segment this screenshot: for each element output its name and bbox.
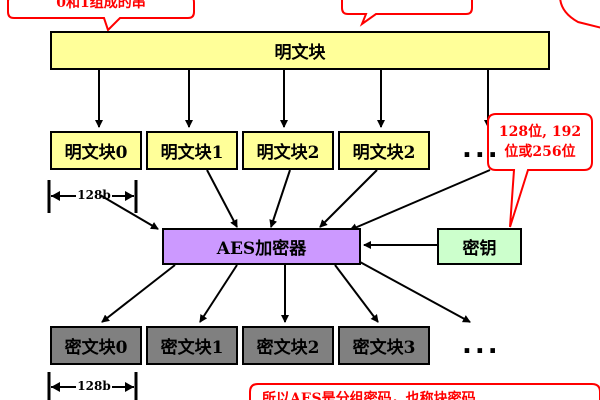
arrow-to-aes-1: [206, 169, 238, 228]
plaintext-sub-block-3: 明文块2: [338, 131, 430, 170]
bottom-callout-shape: [249, 383, 600, 400]
size-callout-line-1: 128位, 192: [498, 124, 582, 140]
arrow-cipher-4: [359, 261, 471, 323]
bottom-callout-text: 所以AES是分组密码，也称块密码: [262, 391, 476, 400]
top-left-callout-shape: [7, 0, 195, 32]
ciphertext-sub-block-2: 密文块2: [242, 326, 334, 365]
arrow-to-aes-2: [269, 169, 291, 228]
aes-encryptor: AES加密器: [162, 228, 361, 265]
dim-top-left-arrowhead: [51, 191, 60, 201]
top-callout-text: 0和1组成的串: [56, 0, 146, 11]
far-right-callout-shape: [559, 0, 600, 29]
dim-bottom-right-arrowhead: [125, 382, 134, 392]
arrow-cipher-3: [334, 264, 379, 323]
arrow-cipher-0: [101, 264, 176, 323]
ciphertext-sub-block-0: 密文块0: [50, 326, 142, 365]
arrow-to-aes-0: [99, 194, 159, 230]
arrow-to-aes-4: [349, 169, 491, 231]
size-callout-line-2: 位或256位: [504, 144, 576, 160]
dim-bottom-left-arrowhead: [51, 382, 60, 392]
plaintext-ellipsis: ...: [462, 134, 501, 164]
plaintext-block: 明文块: [50, 31, 550, 70]
ciphertext-sub-block-1: 密文块1: [146, 326, 238, 365]
arrow-cipher-1: [199, 264, 238, 323]
dimension-top-label: 128b: [77, 188, 111, 202]
dimension-bottom-label: 128b: [77, 379, 111, 393]
arrow-to-aes-3: [319, 169, 378, 228]
ciphertext-sub-block-3: 密文块3: [338, 326, 430, 365]
top-right-callout-shape: [341, 0, 473, 27]
plaintext-sub-block-1: 明文块1: [146, 131, 238, 170]
plaintext-sub-block-0: 明文块0: [50, 131, 142, 170]
dim-top-right-arrowhead: [125, 191, 134, 201]
size-callout-text: 128位, 192 位或256位: [490, 122, 590, 162]
size-callout-shape: [487, 113, 593, 228]
ciphertext-ellipsis: ...: [462, 330, 501, 360]
key-block: 密钥: [437, 228, 522, 265]
plaintext-sub-block-2: 明文块2: [242, 131, 334, 170]
